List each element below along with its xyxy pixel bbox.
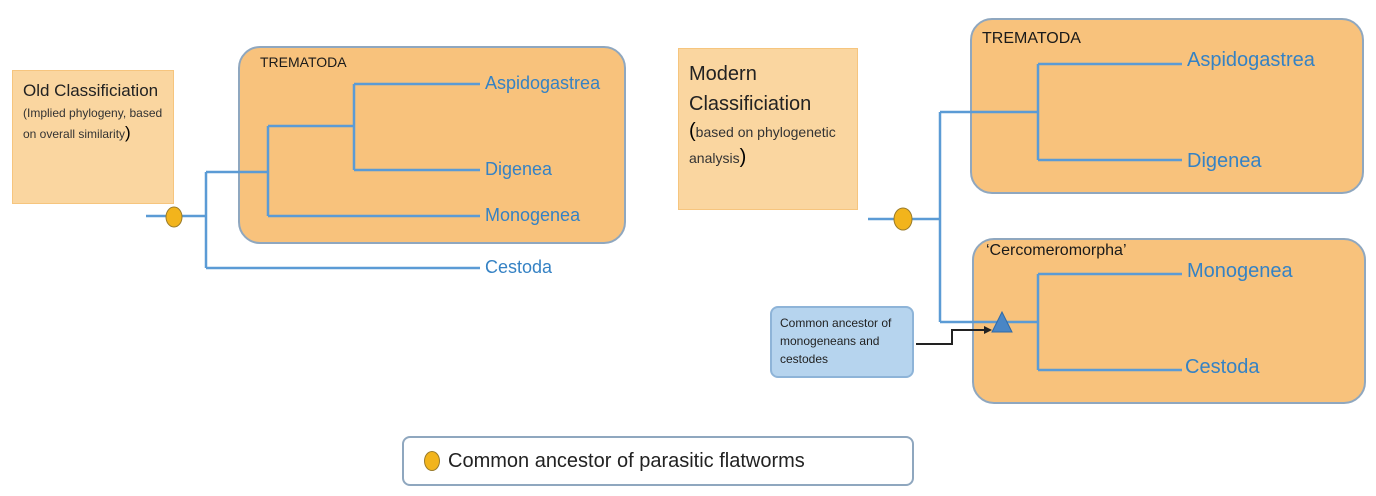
modern-trematoda-group [970, 18, 1364, 194]
legend: Common ancestor of parasitic flatworms [402, 436, 914, 486]
modern-ancestor-marker [893, 207, 913, 231]
old-classification-note: Old Classificiation (Implied phylogeny, … [12, 70, 174, 204]
old-taxon-cestoda: Cestoda [485, 257, 553, 277]
modern-tree-branches [868, 62, 1182, 372]
modern-subtitle-close: ) [739, 146, 747, 168]
callout-arrowhead [984, 326, 992, 334]
old-classification-subtitle: (Implied phylogeny, based on overall sim… [23, 106, 163, 141]
modern-taxon-monogenea: Monogenea [1187, 260, 1293, 282]
old-taxon-aspidogastrea: Aspidogastrea [485, 73, 601, 93]
cercomeromorpha-ancestor-triangle [991, 310, 1013, 333]
modern-subtitle-open: ( [689, 120, 696, 142]
cercomeromorpha-label: ‘Cercomeromorpha’ [986, 242, 1127, 259]
old-classification-subtitle-close: ) [125, 123, 131, 142]
old-ancestor-marker [165, 206, 183, 228]
modern-trematoda-label: TREMATODA [982, 30, 1081, 47]
old-trematoda-label: TREMATODA [260, 54, 347, 70]
common-ancestor-callout: Common ancestor of monogeneans and cesto… [770, 306, 914, 378]
modern-taxon-cestoda: Cestoda [1185, 356, 1260, 378]
legend-text: Common ancestor of parasitic flatworms [448, 449, 805, 472]
old-taxon-digenea: Digenea [485, 159, 553, 179]
old-classification-title: Old Classificiation [23, 81, 159, 100]
old-trematoda-group [238, 46, 626, 244]
old-taxon-monogenea: Monogenea [485, 205, 581, 225]
modern-taxon-digenea: Digenea [1187, 150, 1262, 172]
modern-classification-subtitle: based on phylogenetic analysis [689, 124, 836, 166]
callout-arrow [916, 329, 990, 345]
old-tree-branches [146, 82, 480, 270]
modern-taxon-aspidogastrea: Aspidogastrea [1187, 49, 1315, 71]
modern-classification-note: Modern Classificiation (based on phyloge… [678, 48, 858, 210]
ancestor-marker-icon [424, 451, 440, 471]
modern-classification-title: Modern Classificiation [689, 63, 812, 115]
